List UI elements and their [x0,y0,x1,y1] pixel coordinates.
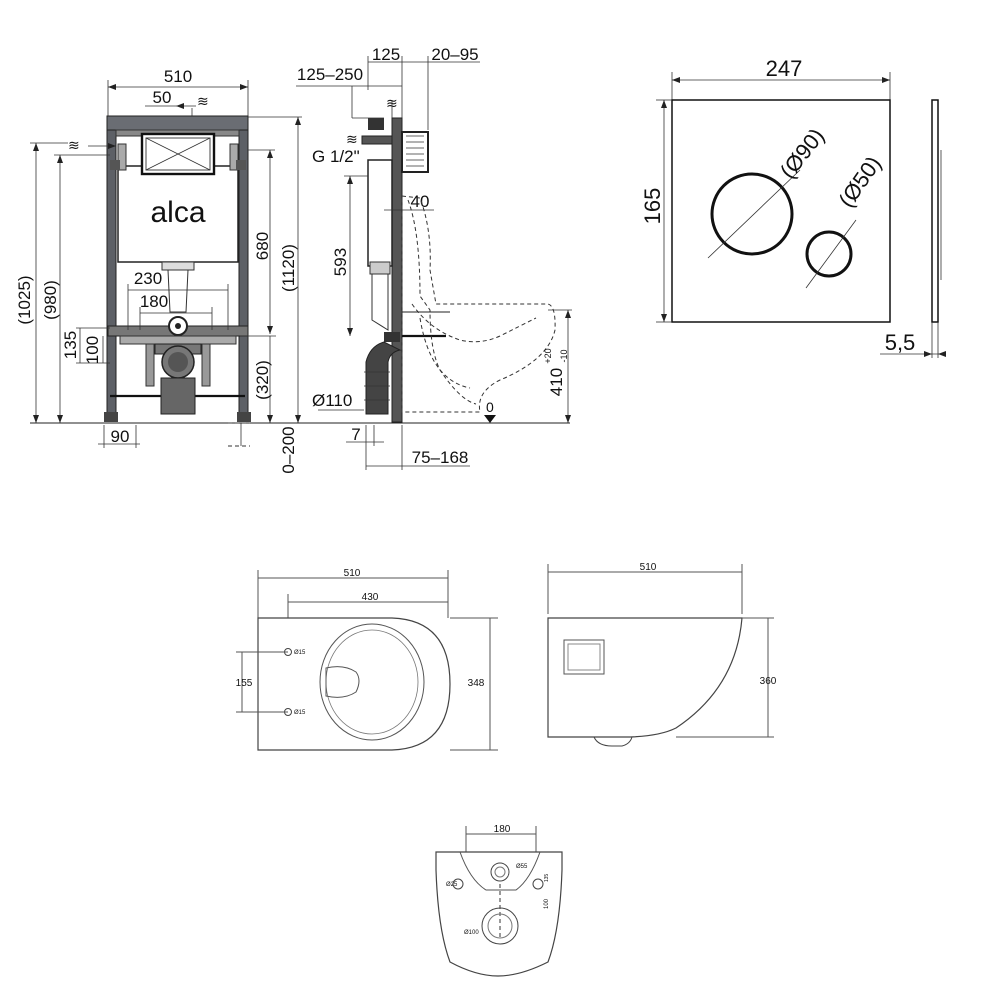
frame-top-bar [106,115,249,131]
side-dim-510: 510 [640,562,657,573]
back-dim-180: 180 [494,824,511,835]
flush-pipe [167,269,189,313]
bowl-side-outline [547,617,743,738]
bowl-side-view: 510 360 [547,562,777,747]
top-dim-155: 155 [236,678,253,689]
dim-680: 680 [253,232,272,260]
back-dia-55: Ø55 [516,864,528,870]
svg-text:≋: ≋ [346,131,358,147]
dim-593: 593 [331,248,350,276]
cistern-side [367,159,393,267]
water-inlet-symbol: ≋ [197,93,209,109]
dim-40: 40 [411,192,430,211]
hole-dia-1: Ø15 [294,650,306,656]
brand-logo: alca [150,196,205,229]
plate-height: 165 [640,188,665,225]
tolerance-plus: +20 [543,348,553,363]
dim-135: 135 [61,331,80,359]
dim-100: 100 [83,336,102,364]
side-drain-elbow [365,341,402,415]
top-dim-348: 348 [468,678,485,689]
back-dia-25: Ø25 [446,882,458,888]
thread-label: G 1/2" [312,147,360,166]
back-bolt-right [532,878,544,890]
hole-dia-2: Ø15 [294,710,306,716]
back-dim-100: 100 [544,898,550,909]
dim-7: 7 [351,425,360,444]
dim-1025: (1025) [15,275,34,324]
frame-left-foot [104,412,118,422]
dim-510: 510 [164,67,192,86]
top-dim-430: 430 [362,592,379,603]
back-drain-outlet [481,907,519,945]
back-flush-inlet [490,862,510,882]
dim-980: (980) [41,280,60,320]
dim-50: 50 [153,88,172,107]
big-flush-button[interactable] [710,172,794,256]
back-dim-135: 135 [544,874,550,883]
dim-110: Ø110 [312,391,352,410]
flush-plate-mount [401,131,429,173]
drain-pipe [160,377,196,415]
bowl-back-view: 180 Ø55 Ø25 135 100 Ø100 [435,824,563,977]
dim-230: 230 [134,269,162,288]
dim-410: 410 [547,368,566,396]
zero-level: 0 [486,399,494,415]
dim-90: 90 [111,427,130,446]
frame-right-foot [237,412,251,422]
svg-text:≋: ≋ [68,137,80,153]
zero-marker-icon [484,415,496,423]
plate-width: 247 [766,56,803,81]
dim-1120: (1120) [279,244,298,292]
top-dim-510: 510 [344,568,361,579]
dim-125-250: 125–250 [297,65,363,84]
flush-plate [671,99,891,323]
dim-320: (320) [253,360,272,400]
back-bolt-left [452,878,464,890]
dim-180: 180 [140,292,168,311]
plate-profile [931,99,939,323]
tolerance-minus: -10 [559,349,569,362]
back-dia-100: Ø100 [464,930,479,936]
frame-side-view: 125 20–95 125–250 ≋ ≋ G 1/2" 593 [296,45,572,470]
frame-side-upright [391,117,403,423]
small-flush-button[interactable] [805,230,853,278]
dim-20-95: 20–95 [431,45,478,64]
frame-front-view: 510 50 ≋ alca ≋ [15,67,570,474]
flush-plate-view: 247 165 (Ø90) (Ø50) 5,5 [640,56,946,358]
dim-75-168: 75–168 [412,448,469,467]
dim-125: 125 [372,45,400,64]
bowl-outline-dashed [401,195,556,413]
plate-thickness: 5,5 [885,330,916,355]
bowl-top-outline [257,617,451,751]
bowl-side-inlet [563,639,605,675]
side-dim-360: 360 [760,676,777,687]
bowl-top-view: 510 430 Ø15 Ø15 155 348 [236,568,498,751]
dim-0-200: 0–200 [279,426,298,473]
